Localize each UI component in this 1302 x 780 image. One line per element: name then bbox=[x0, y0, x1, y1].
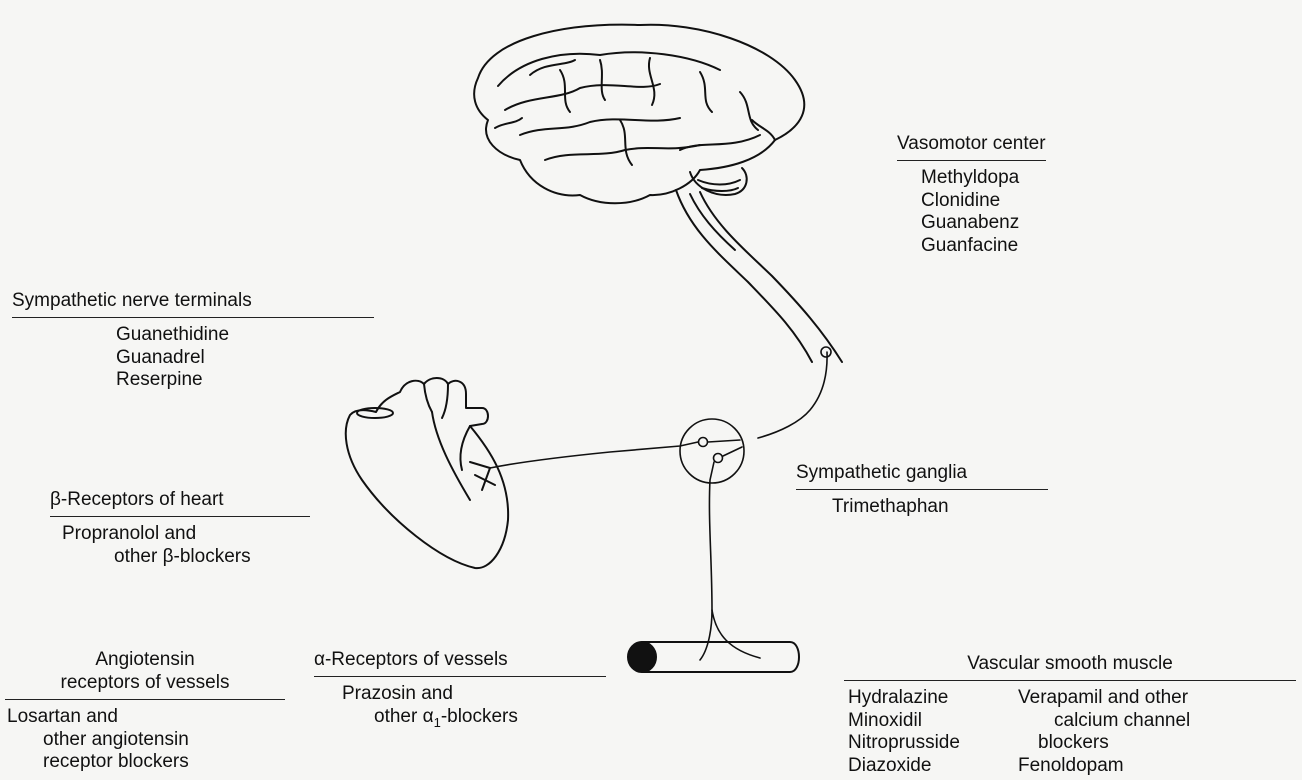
vasomotor-center-group: Vasomotor center Methyldopa Clonidine Gu… bbox=[897, 132, 1046, 257]
sympathetic-ganglia-group: Sympathetic ganglia Trimethaphan bbox=[796, 461, 1048, 519]
angiotensin-heading-line1: Angiotensin bbox=[5, 648, 285, 671]
drug-verapamil: Verapamil and other bbox=[1018, 687, 1190, 710]
sympathetic-ganglia-heading: Sympathetic ganglia bbox=[796, 461, 1048, 490]
drug-methyldopa: Methyldopa bbox=[921, 167, 1046, 190]
brain-illustration bbox=[474, 25, 842, 362]
drug-diazoxide: Diazoxide bbox=[848, 755, 1018, 778]
drug-losartan: Losartan and bbox=[7, 706, 285, 729]
beta-receptors-group: β-Receptors of heart Propranolol and oth… bbox=[50, 488, 310, 568]
angiotensin-group: Angiotensin receptors of vessels Losarta… bbox=[5, 648, 285, 774]
drug-prazosin: Prazosin and bbox=[342, 683, 606, 706]
drug-nitroprusside: Nitroprusside bbox=[848, 732, 1018, 755]
nerve-terminals-group: Sympathetic nerve terminals Guanethidine… bbox=[12, 289, 374, 392]
drug-propranolol: Propranolol and bbox=[62, 523, 310, 546]
drug-other-alpha1-blockers: other α1-blockers bbox=[342, 706, 606, 734]
drug-blockers: blockers bbox=[1018, 732, 1190, 755]
vasomotor-center-heading: Vasomotor center bbox=[897, 132, 1046, 161]
vascular-smooth-muscle-group: Vascular smooth muscle Hydralazine Minox… bbox=[844, 652, 1296, 777]
drug-receptor-blockers: receptor blockers bbox=[7, 751, 285, 774]
nerve-terminals-heading: Sympathetic nerve terminals bbox=[12, 289, 374, 318]
heart-illustration bbox=[346, 378, 508, 568]
drug-calcium-channel: calcium channel bbox=[1018, 710, 1190, 733]
angiotensin-heading-line2: receptors of vessels bbox=[5, 671, 285, 694]
drug-guanethidine: Guanethidine bbox=[116, 324, 374, 347]
vascular-smooth-muscle-heading: Vascular smooth muscle bbox=[844, 652, 1296, 681]
drug-fenoldopam: Fenoldopam bbox=[1018, 755, 1190, 778]
drug-minoxidil: Minoxidil bbox=[848, 710, 1018, 733]
drug-other-beta-blockers: other β-blockers bbox=[62, 546, 310, 569]
drug-trimethaphan: Trimethaphan bbox=[832, 496, 1048, 519]
drug-other-angiotensin: other angiotensin bbox=[7, 729, 285, 752]
alpha-receptors-group: α-Receptors of vessels Prazosin and othe… bbox=[314, 648, 606, 734]
drug-guanabenz: Guanabenz bbox=[921, 212, 1046, 235]
drug-clonidine: Clonidine bbox=[921, 190, 1046, 213]
drug-guanadrel: Guanadrel bbox=[116, 347, 374, 370]
vessel-illustration bbox=[628, 642, 799, 672]
beta-receptors-heading: β-Receptors of heart bbox=[50, 488, 310, 517]
alpha-receptors-heading: α-Receptors of vessels bbox=[314, 648, 606, 677]
drug-reserpine: Reserpine bbox=[116, 369, 374, 392]
drug-hydralazine: Hydralazine bbox=[848, 687, 1018, 710]
drug-guanfacine: Guanfacine bbox=[921, 235, 1046, 258]
